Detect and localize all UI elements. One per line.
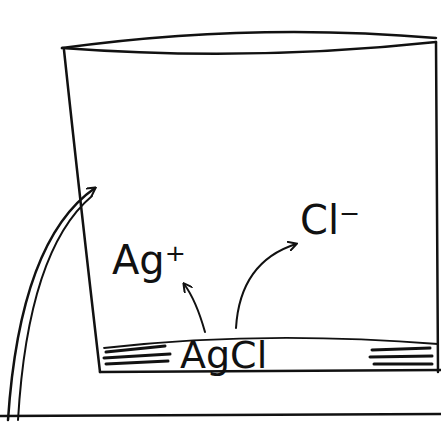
dissolve-arrow	[236, 244, 296, 328]
beaker-bottom	[100, 370, 441, 372]
solid-label: AgCl	[180, 336, 267, 374]
dissolve-arrow	[184, 284, 205, 332]
beaker-rim	[62, 42, 436, 54]
table-line	[0, 414, 441, 416]
ion-label: Ag⁺	[112, 240, 186, 280]
beaker-rim	[62, 32, 436, 48]
solid-hatch	[104, 346, 432, 364]
pour-arrow	[8, 188, 95, 420]
pour-arrow	[18, 196, 92, 420]
beaker-wall	[436, 42, 438, 372]
ion-label: Cl⁻	[300, 200, 360, 240]
